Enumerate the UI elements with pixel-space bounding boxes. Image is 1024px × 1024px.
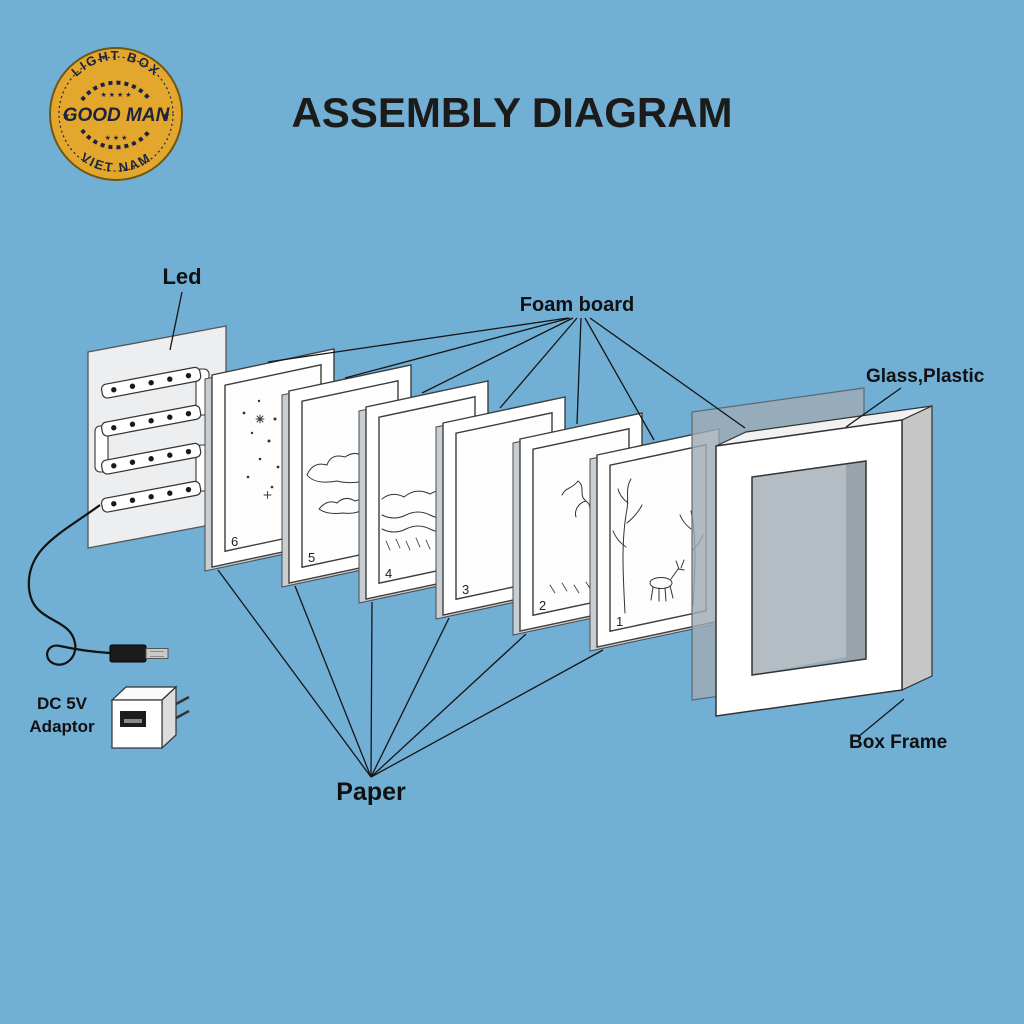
layer-number: 4 bbox=[385, 566, 392, 581]
leader-glass bbox=[845, 387, 902, 428]
led-strips bbox=[100, 366, 202, 513]
adaptor-prongs bbox=[175, 695, 190, 720]
power-adaptor bbox=[110, 685, 190, 750]
label-led: Led bbox=[162, 264, 201, 289]
badge-stars-top: ★ ★ ★ ★ bbox=[101, 91, 132, 99]
leader-led bbox=[169, 291, 183, 351]
badge-dotted-ring bbox=[58, 56, 174, 172]
led-strip bbox=[100, 404, 202, 437]
layer-number: 2 bbox=[539, 598, 546, 613]
badge-star-right: ★ bbox=[162, 111, 171, 122]
usb-plug bbox=[109, 644, 169, 663]
leader-lines bbox=[169, 291, 905, 778]
label-foam-board: Foam board bbox=[520, 294, 634, 316]
led-strip bbox=[100, 442, 202, 475]
box-frame bbox=[715, 405, 933, 717]
power-wire bbox=[27, 504, 111, 666]
layer-frame-1: 1 bbox=[589, 428, 720, 652]
box-frame-front-face bbox=[715, 419, 903, 717]
badge-checker-bottom bbox=[80, 128, 152, 150]
badge-brand-name: GOOD MAN bbox=[63, 105, 171, 126]
leader-box-frame bbox=[857, 698, 905, 738]
badge-coin bbox=[49, 47, 183, 181]
leader-paper bbox=[217, 569, 604, 778]
layer-number: 5 bbox=[308, 550, 315, 565]
page-title: ASSEMBLY DIAGRAM bbox=[291, 89, 732, 136]
label-adaptor-line1: DC 5V bbox=[37, 694, 88, 713]
layer-number: 1 bbox=[616, 614, 623, 629]
label-adaptor-line2: Adaptor bbox=[29, 717, 95, 736]
label-box-frame: Box Frame bbox=[849, 732, 947, 753]
label-glass-plastic: Glass,Plastic bbox=[866, 366, 985, 387]
box-frame-right-face bbox=[901, 405, 933, 691]
layer-number: 6 bbox=[231, 534, 238, 549]
label-paper: Paper bbox=[336, 778, 406, 806]
led-strip bbox=[100, 366, 202, 399]
layer-number: 3 bbox=[462, 582, 469, 597]
badge-star-left: ★ bbox=[62, 111, 71, 122]
leader-foam-board bbox=[267, 317, 746, 441]
box-frame-inner-wall bbox=[846, 461, 866, 662]
badge-stars-bottom: ★ ★ ★ bbox=[105, 134, 128, 142]
led-strip bbox=[100, 480, 202, 513]
led-panel bbox=[87, 325, 227, 549]
badge-checker-top bbox=[80, 80, 152, 102]
brand-badge: LIGHT BOX VIET NAM GOOD MAN ★ ★ ★ ★ ★ ★ … bbox=[49, 47, 183, 181]
